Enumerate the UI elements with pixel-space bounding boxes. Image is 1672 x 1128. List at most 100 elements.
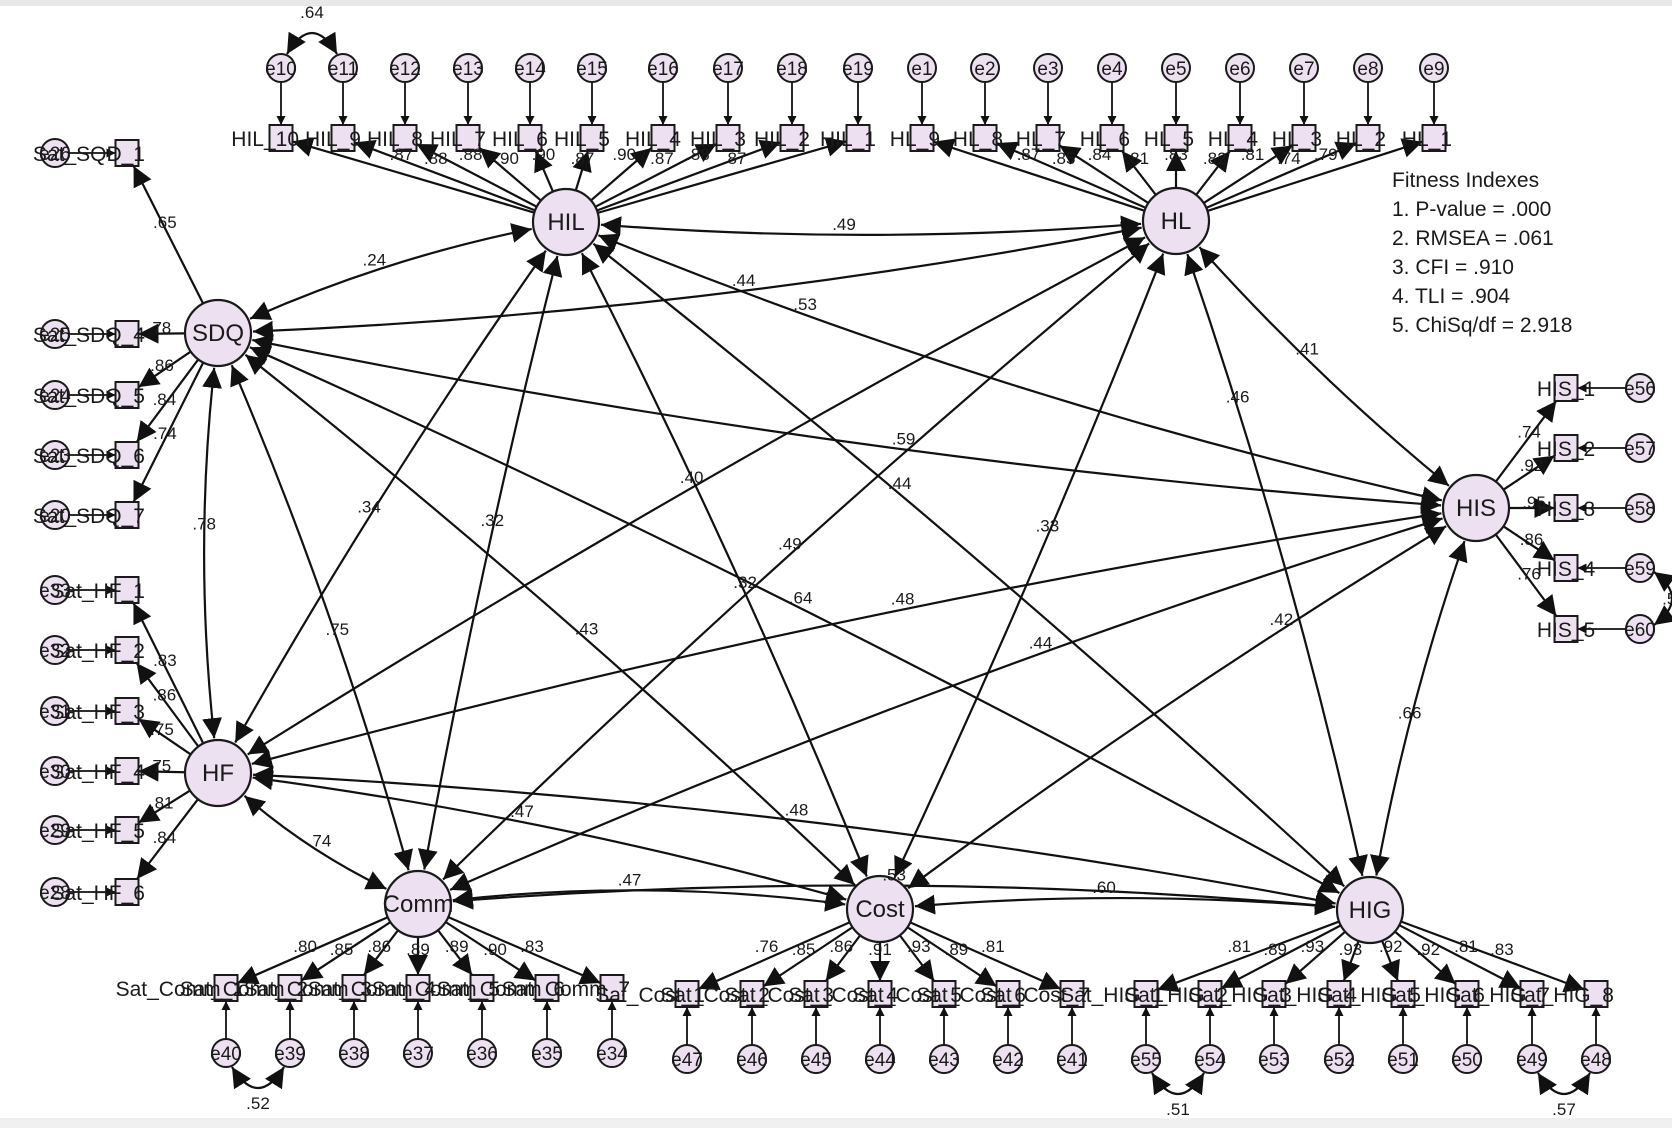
correlation-value: .44 bbox=[732, 271, 756, 290]
loading-path bbox=[824, 934, 862, 982]
indicator-label: HIS_5 bbox=[1537, 619, 1595, 642]
error-covariance-path bbox=[231, 1066, 285, 1090]
latent-construct: HL bbox=[1141, 186, 1211, 256]
indicator-label: HIS_4 bbox=[1537, 558, 1596, 581]
indicator-label: HIL_9 bbox=[305, 128, 361, 151]
correlation-value: .48 bbox=[785, 800, 809, 819]
error-term: e32 bbox=[39, 635, 71, 665]
error-label: e47 bbox=[671, 1050, 703, 1071]
correlation-value: .78 bbox=[192, 514, 216, 533]
loading-value: .84 bbox=[153, 390, 177, 409]
indicator-box: Sat_Comm_3 bbox=[244, 974, 372, 1002]
loading-value: .81 bbox=[1454, 937, 1478, 956]
indicator-box: HIS_2 bbox=[1537, 434, 1595, 462]
indicator-box: Sat_HIG_5 bbox=[1317, 980, 1421, 1008]
loading-path bbox=[1207, 138, 1423, 212]
latent-construct: Comm bbox=[383, 869, 453, 939]
latent-label: HL bbox=[1161, 208, 1192, 235]
loading-value: .90 bbox=[483, 940, 507, 959]
loading-value: .89 bbox=[445, 937, 469, 956]
correlation-value: .48 bbox=[891, 590, 915, 609]
error-label: e6 bbox=[1229, 59, 1250, 80]
error-label: e37 bbox=[402, 1044, 434, 1065]
error-covariance-value: .57 bbox=[1552, 1100, 1576, 1119]
loading-value: .90 bbox=[612, 145, 636, 164]
error-term: e57 bbox=[1624, 433, 1656, 463]
error-term: e44 bbox=[864, 1044, 896, 1074]
error-term: e28 bbox=[39, 877, 71, 907]
correlation-path bbox=[252, 765, 1336, 910]
loading-path bbox=[354, 140, 536, 212]
indicator-label: HIL_7 bbox=[430, 128, 486, 151]
indicator-label: Sat_Cost_6 bbox=[916, 984, 1026, 1007]
loading-value: .81 bbox=[150, 793, 174, 812]
indicator-label: Sat_SQD_1 bbox=[33, 143, 145, 166]
indicator-box: HL_2 bbox=[1336, 124, 1386, 152]
error-term: e23 bbox=[39, 440, 71, 470]
error-term: e33 bbox=[39, 575, 71, 605]
fitness-indexes: Fitness Indexes 1. P-value = .000 2. RMS… bbox=[1392, 169, 1572, 337]
node-layer: e10HIL_10e11HIL_9e12HIL_8e13HIL_7e14HIL_… bbox=[33, 53, 1656, 1074]
error-label: e29 bbox=[39, 821, 71, 842]
error-label: e17 bbox=[712, 59, 744, 80]
correlation-value: .64 bbox=[789, 588, 813, 607]
indicator-box: HL_8 bbox=[953, 124, 1003, 152]
correlation-value: .49 bbox=[832, 215, 856, 234]
loading-value: .85 bbox=[792, 940, 816, 959]
loading-value: .92 bbox=[1520, 456, 1544, 475]
loading-path bbox=[138, 323, 186, 344]
error-label: e15 bbox=[576, 59, 608, 80]
correlation-layer bbox=[202, 31, 1672, 1096]
error-label: e44 bbox=[864, 1050, 896, 1071]
loading-path bbox=[445, 921, 537, 982]
indicator-label: Sat_HIG_3 bbox=[1188, 984, 1292, 1007]
indicator-label: Sat_Comm_4 bbox=[308, 978, 437, 1001]
correlation-path bbox=[230, 364, 413, 871]
correlation-value: .32 bbox=[733, 573, 757, 592]
correlation-value: .44 bbox=[1029, 634, 1053, 653]
indicator-label: Sat_Comm_2 bbox=[180, 978, 308, 1001]
error-covariance-value: .52 bbox=[246, 1094, 270, 1113]
error-term: e49 bbox=[1516, 1044, 1548, 1074]
loading-path bbox=[1502, 454, 1556, 491]
indicator-box: HL_5 bbox=[1144, 124, 1194, 152]
indicator-label: HL_9 bbox=[890, 128, 940, 151]
loading-path bbox=[415, 143, 538, 208]
error-label: e42 bbox=[992, 1050, 1024, 1071]
indicator-label: HL_8 bbox=[953, 128, 1003, 151]
indicator-box: HL_4 bbox=[1208, 124, 1258, 152]
indicator-label: HIS_2 bbox=[1537, 438, 1595, 461]
indicator-label: Sat_Cost_1 bbox=[595, 984, 705, 1007]
loading-path bbox=[132, 362, 205, 503]
error-label: e4 bbox=[1101, 59, 1123, 80]
error-label: e57 bbox=[1624, 439, 1656, 460]
error-term: e53 bbox=[1258, 1044, 1290, 1074]
indicator-box: HL_1 bbox=[1402, 124, 1452, 152]
loading-value: .88 bbox=[459, 145, 483, 164]
error-term: e47 bbox=[671, 1044, 703, 1074]
indicator-label: HIL_3 bbox=[690, 128, 746, 151]
indicator-label: HIL_10 bbox=[231, 128, 299, 151]
indicator-label: Sat_HF_2 bbox=[50, 640, 145, 663]
loading-value: .87 bbox=[723, 149, 747, 168]
loading-value: .81 bbox=[1241, 145, 1265, 164]
indicator-box: Sat_Cost_7 bbox=[980, 980, 1090, 1008]
correlation-value: .46 bbox=[1226, 388, 1250, 407]
loading-value: .89 bbox=[945, 940, 969, 959]
error-label: e3 bbox=[1037, 59, 1058, 80]
error-label: e55 bbox=[1130, 1050, 1162, 1071]
loading-path bbox=[1341, 940, 1361, 982]
correlation-path bbox=[600, 215, 1142, 237]
error-covariance-value: .54 bbox=[1662, 590, 1672, 609]
indicator-box: Sat_Comm_4 bbox=[308, 974, 437, 1002]
indicator-box: Sat_HIG_7 bbox=[1446, 980, 1550, 1008]
loading-path bbox=[136, 798, 199, 880]
loading-value: .82 bbox=[1203, 149, 1227, 168]
loading-path bbox=[137, 717, 192, 756]
loading-path bbox=[1381, 940, 1400, 982]
indicator-box: Sat_HIG_8 bbox=[1510, 980, 1614, 1008]
error-label: e36 bbox=[466, 1044, 498, 1065]
indicator-box: HIS_5 bbox=[1537, 615, 1595, 643]
correlation-path bbox=[907, 525, 1447, 890]
error-label: e38 bbox=[338, 1044, 370, 1065]
